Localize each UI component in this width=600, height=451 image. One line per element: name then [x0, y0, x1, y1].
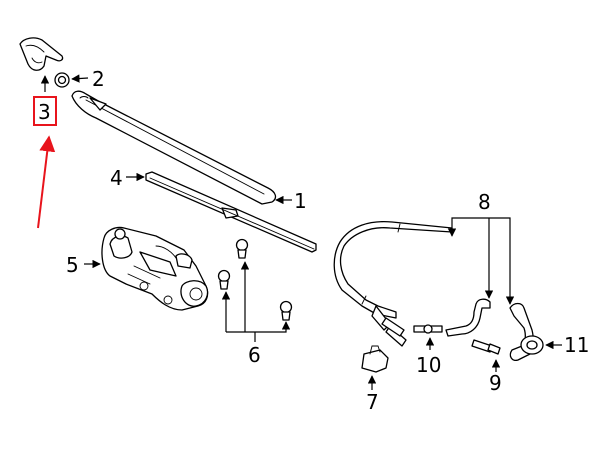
- washer-hose: [333, 220, 534, 362]
- clip-a: [235, 238, 249, 259]
- callout-7: 7: [366, 390, 379, 414]
- wiper-blade: [126, 171, 317, 253]
- callout-6: 6: [248, 343, 261, 367]
- callout-11: 11: [564, 333, 589, 357]
- hose-leaders: [447, 217, 515, 305]
- callout-10: 10: [416, 353, 441, 377]
- wiper-motor: [84, 226, 209, 311]
- mounting-clips: [217, 238, 293, 342]
- callout-1: 1: [294, 189, 307, 213]
- wiper-arm-nut: [54, 72, 89, 88]
- clip-c: [279, 300, 293, 321]
- grommet: [520, 335, 562, 355]
- callout-8: 8: [478, 190, 491, 214]
- clip-b: [217, 269, 231, 290]
- callout-3: 3: [38, 100, 51, 124]
- highlight-callout-3: [33, 96, 57, 229]
- callout-5: 5: [66, 253, 79, 277]
- hose-connector: [413, 324, 443, 350]
- check-valve: [471, 339, 501, 372]
- callout-2: 2: [92, 67, 105, 91]
- washer-nozzle: [361, 345, 389, 390]
- wiper-arm: [71, 90, 292, 205]
- callout-4: 4: [110, 166, 123, 190]
- callout-9: 9: [489, 371, 502, 395]
- wiper-arm-cap: [19, 37, 64, 92]
